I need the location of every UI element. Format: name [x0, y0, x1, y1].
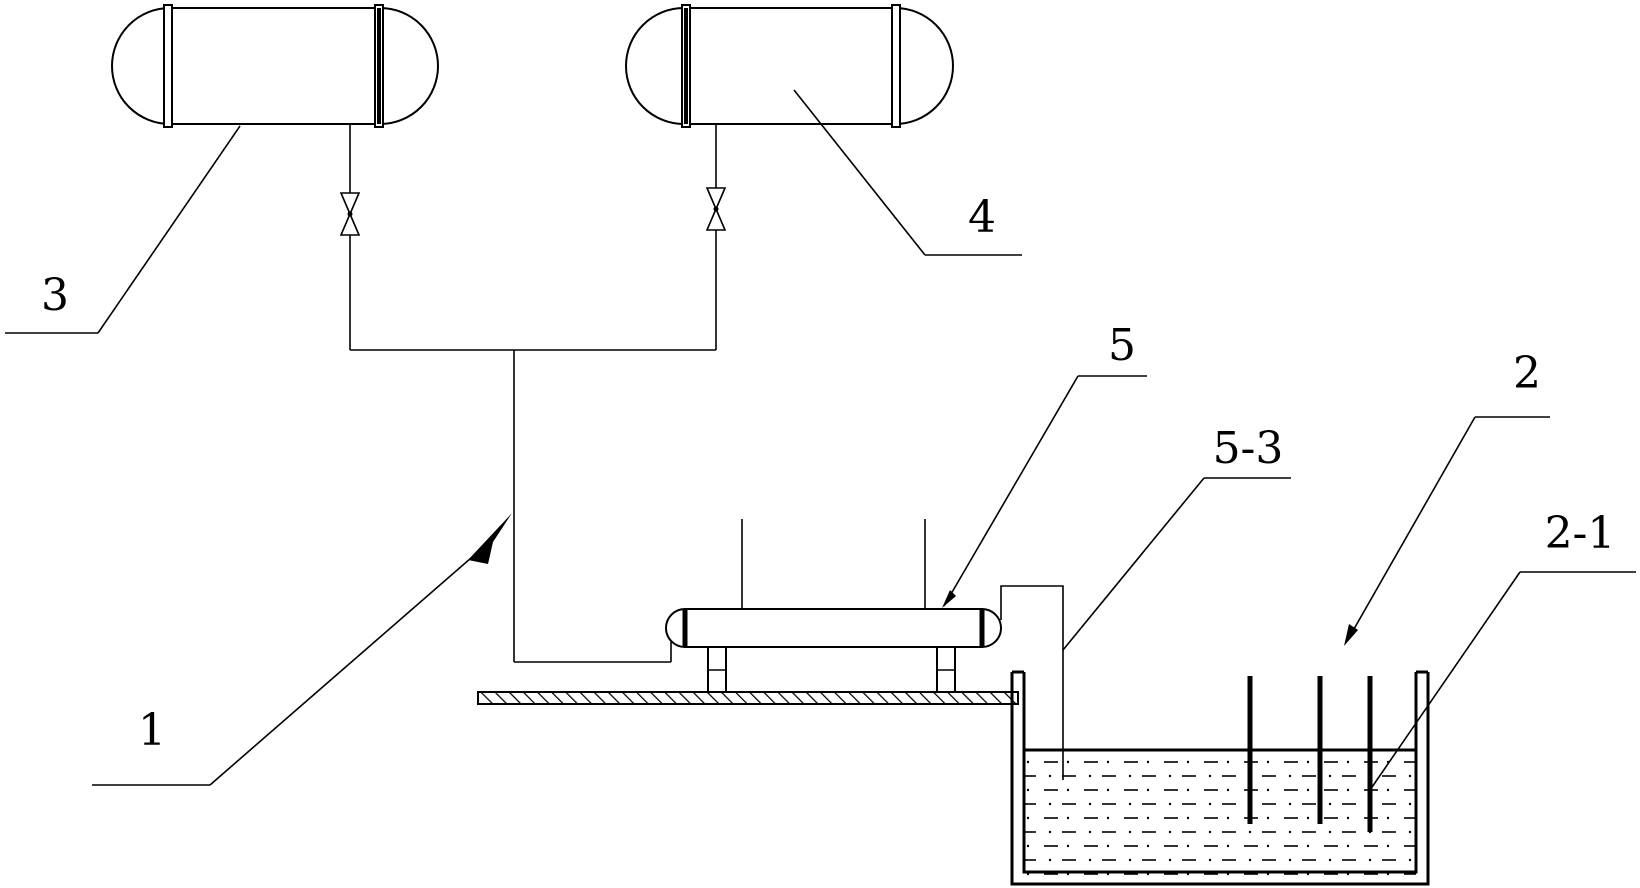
outlet-pipe	[1000, 585, 1064, 780]
arrow-head-1	[468, 513, 512, 564]
label-outlet-pipe: 5-3	[1213, 423, 1284, 474]
tank	[1010, 670, 1430, 886]
electrodes	[1247, 676, 1373, 832]
pipeline	[349, 124, 717, 663]
storage-vessel-right	[625, 4, 954, 128]
label-electrode: 2-1	[1545, 508, 1616, 559]
label-heat-exchanger: 5	[1108, 320, 1136, 371]
label-vessel-right: 4	[968, 192, 996, 243]
storage-vessel-left	[111, 4, 439, 128]
arrow-head-2	[1344, 624, 1358, 646]
valve-left	[339, 192, 361, 236]
label-pipeline: 1	[138, 705, 166, 756]
arrow-head-5	[942, 590, 956, 608]
label-tank: 2	[1513, 348, 1541, 399]
valve-right	[705, 187, 727, 231]
heat-exchanger	[665, 519, 1002, 693]
label-vessel-left: 3	[41, 270, 69, 321]
leader-lines	[5, 89, 1636, 791]
base-plate	[477, 691, 1019, 705]
liquid	[1024, 750, 1416, 880]
